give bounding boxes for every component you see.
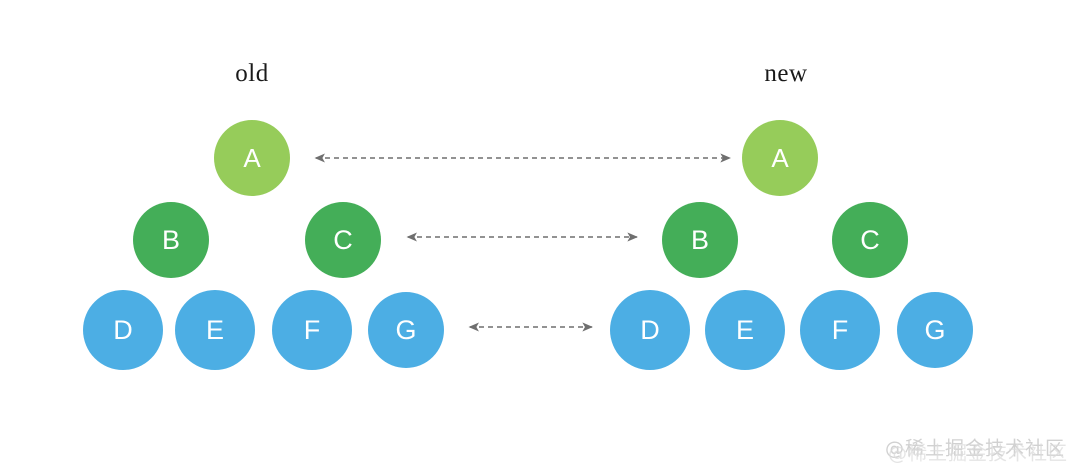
node-old-c[interactable]: C bbox=[305, 202, 381, 278]
node-label: B bbox=[690, 224, 709, 255]
node-new-a[interactable]: A bbox=[742, 120, 818, 196]
node-new-d[interactable]: D bbox=[610, 290, 690, 370]
node-label: G bbox=[395, 314, 417, 345]
node-new-b[interactable]: B bbox=[662, 202, 738, 278]
node-old-f[interactable]: F bbox=[272, 290, 352, 370]
node-label: C bbox=[333, 224, 353, 255]
node-new-e[interactable]: E bbox=[705, 290, 785, 370]
node-label: A bbox=[243, 143, 261, 173]
node-label: E bbox=[205, 314, 224, 345]
old-tree-label: old bbox=[235, 60, 269, 87]
watermark: @稀土掘金技术社区 @稀土掘金技术社区 bbox=[884, 434, 1067, 465]
node-label: D bbox=[640, 314, 660, 345]
node-new-c[interactable]: C bbox=[832, 202, 908, 278]
node-label: B bbox=[161, 224, 180, 255]
node-label: E bbox=[735, 314, 754, 345]
node-old-d[interactable]: D bbox=[83, 290, 163, 370]
node-old-a[interactable]: A bbox=[214, 120, 290, 196]
node-new-g[interactable]: G bbox=[897, 292, 973, 368]
watermark-text: @稀土掘金技术社区 bbox=[884, 437, 1066, 460]
node-new-f[interactable]: F bbox=[800, 290, 880, 370]
node-old-b[interactable]: B bbox=[133, 202, 209, 278]
node-label: A bbox=[771, 143, 789, 173]
node-label: G bbox=[924, 314, 946, 345]
node-old-e[interactable]: E bbox=[175, 290, 255, 370]
node-label: F bbox=[303, 314, 321, 345]
watermark-ghost-text: @稀土掘金技术社区 bbox=[887, 442, 1069, 465]
node-label: C bbox=[860, 224, 880, 255]
node-label: D bbox=[113, 314, 133, 345]
new-tree-label: new bbox=[764, 60, 808, 87]
node-old-g[interactable]: G bbox=[368, 292, 444, 368]
node-label: F bbox=[831, 314, 849, 345]
